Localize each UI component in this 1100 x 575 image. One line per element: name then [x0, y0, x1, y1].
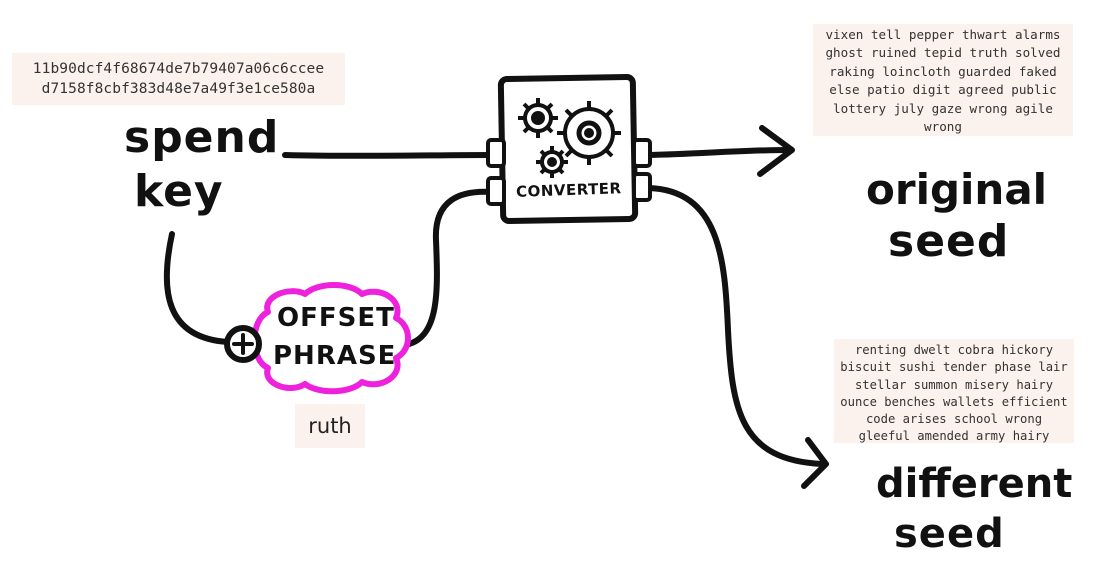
offset-label-line1: OFFSET	[277, 303, 395, 333]
offset-to-converter-line	[401, 188, 495, 348]
different-seed-words-line: renting dwelt cobra hickory	[854, 343, 1054, 357]
original-seed-words-line: raking loincloth guarded faked	[829, 63, 1057, 79]
spend-key-hex-box: 11b90dcf4f68674de7b79407a06c6ccee d7158f…	[12, 53, 345, 105]
offset-label-line2: PHRASE	[273, 341, 397, 371]
original-seed-words-line: vixen tell pepper thwart alarms	[825, 27, 1061, 42]
original-seed-words-line: else patio digit agreed public	[829, 82, 1057, 98]
spend-key-hex-line: d7158f8cbf383d48e7a49f3e1ce580a	[41, 81, 316, 97]
original-seed-label-line1: original	[866, 165, 1048, 214]
original-seed-words-line: lottery july gaze wrong agile	[833, 100, 1053, 116]
different-seed-words-box: renting dwelt cobra hickory biscuit sush…	[834, 339, 1074, 443]
spend-key-hex-line: 11b90dcf4f68674de7b79407a06c6ccee	[32, 61, 325, 77]
converter-to-different-arrow	[645, 185, 825, 467]
spend-key-label-line2: key	[134, 166, 224, 217]
original-arrowhead	[757, 125, 795, 177]
offset-phrase-value: ruth	[295, 404, 365, 448]
original-seed-label-line2: seed	[888, 216, 1010, 267]
plus-sign	[232, 333, 254, 355]
spend-key-label-line1: spend	[124, 112, 280, 163]
different-seed-words-line: gleeful amended army hairy	[858, 429, 1050, 444]
offset-phrase-cloud	[251, 282, 411, 395]
spend-key-to-offset-line	[163, 231, 231, 345]
original-seed-words-line: wrong	[924, 119, 962, 135]
different-seed-words-line: ounce benches wallets efficient	[840, 394, 1068, 409]
spend-key-to-converter-line	[282, 152, 495, 159]
different-seed-label-line1: different	[876, 461, 1073, 507]
different-arrowhead	[801, 437, 829, 489]
converter-label: CONVERTER	[515, 179, 622, 201]
original-seed-words-line: ghost ruined tepid truth solved	[825, 45, 1061, 61]
converter-to-original-arrow	[645, 147, 793, 158]
different-seed-words-line: biscuit sushi tender phase lair	[840, 360, 1068, 375]
gears-icon	[518, 98, 621, 178]
different-seed-words-line: stellar summon misery hairy	[854, 377, 1054, 392]
original-seed-words-box: vixen tell pepper thwart alarms ghost ru…	[813, 24, 1073, 136]
different-seed-label-line2: seed	[894, 511, 1005, 557]
different-seed-words-line: code arises school wrong	[865, 412, 1043, 427]
